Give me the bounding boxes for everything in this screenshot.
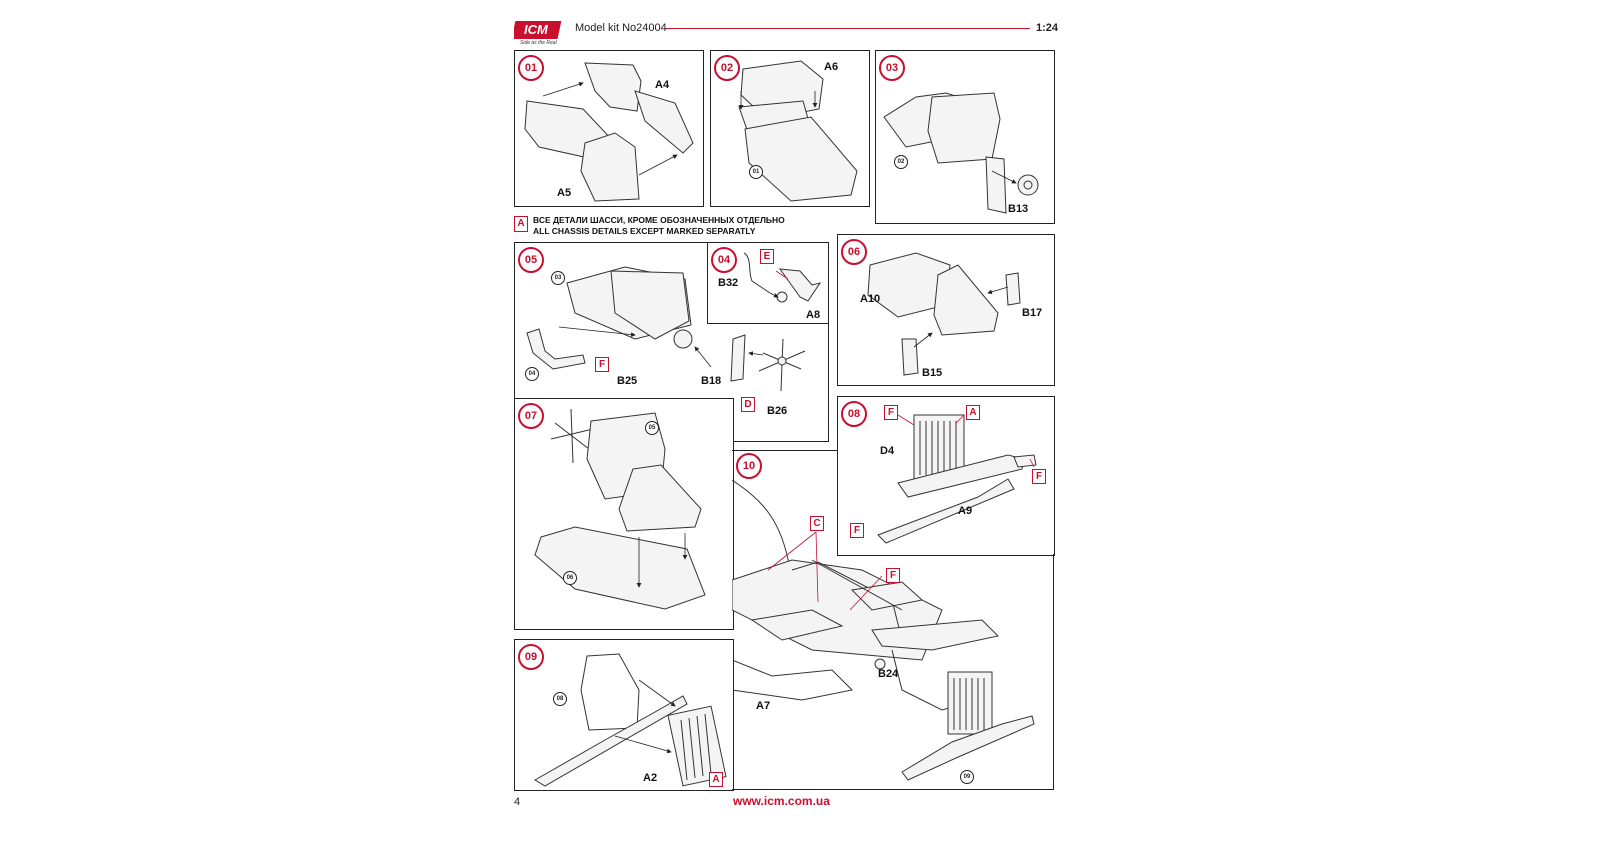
part-label-b25: B25 — [617, 375, 638, 387]
note-english: ALL CHASSIS DETAILS EXCEPT MARKED SEPARA… — [533, 226, 756, 236]
step-08-panel: 08 F A F F D4 A9 — [837, 396, 1055, 556]
step-06-number: 06 — [841, 239, 867, 265]
step-01-panel: 01 A4 A5 — [514, 50, 704, 207]
step-03-drawing — [883, 92, 1039, 214]
part-label-b13: B13 — [1008, 203, 1029, 215]
step-10-radiator-drawing — [901, 671, 1035, 781]
ref-step-09: 09 — [960, 770, 974, 784]
step-01-number: 01 — [518, 55, 544, 81]
step-04-panel: 04 E B32 A8 — [707, 242, 829, 324]
step-09-number: 09 — [518, 644, 544, 670]
step-07-panel: 07 05 06 — [514, 398, 734, 630]
part-label-a4: A4 — [655, 79, 670, 91]
step-04-drawing — [743, 252, 822, 303]
icm-logo-mark — [511, 21, 562, 39]
part-label-a8: A8 — [806, 309, 821, 321]
step-10-area: 10 C F B24 A7 09 — [732, 450, 1053, 790]
step-05-number: 05 — [518, 247, 544, 273]
part-label-b24: B24 — [878, 668, 899, 680]
part-label-a2: A2 — [643, 772, 658, 784]
step-05-drawing — [526, 266, 806, 392]
step-04-number: 04 — [711, 247, 737, 273]
ref-step-04: 04 — [525, 367, 539, 381]
step-03-number: 03 — [879, 55, 905, 81]
step-02-panel: 02 A6 01 — [710, 50, 870, 207]
color-box-e: E — [760, 249, 774, 264]
part-label-b26: B26 — [767, 405, 788, 417]
step-08-number: 08 — [841, 401, 867, 427]
color-box-f-left: F — [850, 523, 864, 538]
color-box-f-right: F — [1032, 469, 1046, 484]
website-link[interactable]: www.icm.com.ua — [733, 794, 830, 808]
step-06-panel: 06 A10 B17 B15 — [837, 234, 1055, 386]
step-02-number: 02 — [714, 55, 740, 81]
color-box-f-chassis: F — [886, 568, 900, 583]
color-box-a-radiator: A — [709, 772, 723, 787]
color-box-a: A — [966, 405, 980, 420]
step-03-panel: 03 02 B13 — [875, 50, 1055, 224]
color-box-d: D — [741, 397, 755, 412]
ref-step-05: 05 — [645, 421, 659, 435]
step-02-drawing — [738, 60, 858, 202]
step-10-number: 10 — [736, 453, 762, 479]
ref-step-03: 03 — [551, 271, 565, 285]
part-label-a5: A5 — [557, 187, 572, 199]
part-label-b18: B18 — [701, 375, 722, 387]
logo-tagline: Side as the Real — [520, 40, 557, 46]
step-07-number: 07 — [518, 403, 544, 429]
chassis-color-box: A — [514, 216, 528, 232]
ref-step-02: 02 — [894, 155, 908, 169]
part-label-b32: B32 — [718, 277, 739, 289]
part-label-a7: A7 — [756, 700, 771, 712]
step-10-frame-bottom — [732, 789, 1054, 790]
step-10-frame-right — [1053, 554, 1054, 790]
part-label-a9: A9 — [958, 505, 973, 517]
step-09-drawing — [534, 653, 727, 787]
color-box-c: C — [810, 516, 824, 531]
step-10-drawing — [732, 479, 1000, 711]
step-07-drawing — [534, 408, 706, 610]
part-label-b17: B17 — [1022, 307, 1043, 319]
note-russian: ВСЕ ДЕТАЛИ ШАССИ, КРОМЕ ОБОЗНАЧЕННЫХ ОТД… — [533, 215, 785, 225]
ref-step-06: 06 — [563, 571, 577, 585]
color-box-f: F — [595, 357, 609, 372]
ref-step-01: 01 — [749, 165, 763, 179]
ref-step-08: 08 — [553, 692, 567, 706]
step-01-drawing — [524, 62, 694, 202]
part-label-b15: B15 — [922, 367, 943, 379]
step-10-frame-top — [732, 450, 837, 451]
step-09-panel: 09 08 A2 A — [514, 639, 734, 791]
header-rule — [665, 28, 1030, 29]
part-label-a6: A6 — [824, 61, 839, 73]
page-number: 4 — [514, 796, 521, 808]
step-06-drawing — [867, 252, 1021, 376]
part-label-d4: D4 — [880, 445, 895, 457]
icm-logo: ICM Side as the Real — [511, 18, 566, 48]
step-08-drawing — [877, 414, 1037, 544]
color-box-f-top: F — [884, 405, 898, 420]
logo-text: ICM — [524, 22, 548, 37]
part-label-a10: A10 — [860, 293, 881, 305]
scale-label: 1:24 — [1036, 22, 1059, 34]
page-title: Model kit No24004 — [575, 22, 667, 34]
